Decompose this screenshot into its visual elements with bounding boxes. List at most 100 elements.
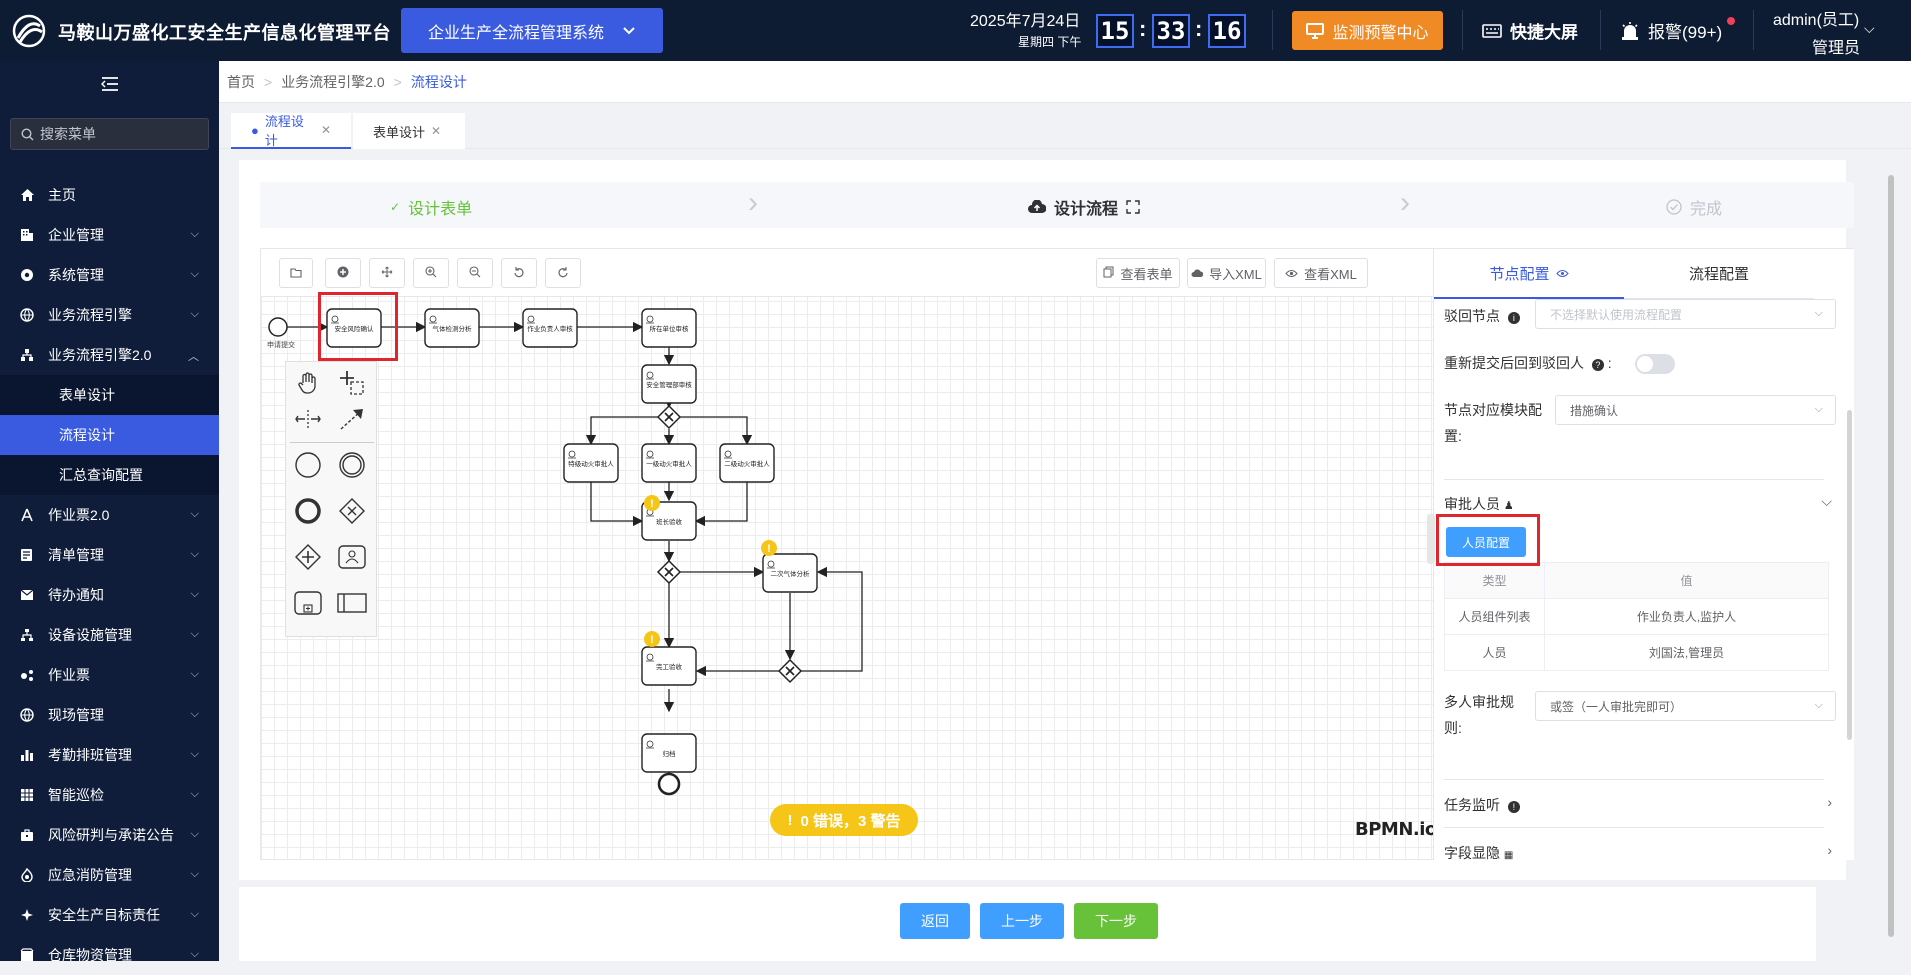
step-design-form[interactable]: ✓ 设计表单	[390, 195, 472, 219]
page-scrollbar-thumb[interactable]	[1888, 175, 1894, 937]
intermediate-event-tool-icon[interactable]	[335, 448, 369, 482]
user-task-node[interactable]: 完工验收	[641, 646, 697, 686]
breadcrumb-workflow[interactable]: 业务流程引擎2.0	[281, 73, 385, 90]
task-listener-row[interactable]: 任务监听 !	[1444, 795, 1520, 815]
sidebar-item-home[interactable]: 主页	[0, 175, 219, 215]
step-finish[interactable]: 完成	[1666, 195, 1722, 219]
start-event-tool-icon[interactable]	[291, 448, 325, 482]
module-config-select[interactable]: 措施确认 ⌵	[1555, 395, 1836, 425]
sidebar-item-work-ticket-2[interactable]: 作业票2.0 ⌵	[0, 495, 219, 535]
big-screen-button[interactable]: 快捷大屏	[1482, 18, 1578, 43]
user-task-node[interactable]: 气体检测分析	[424, 308, 480, 348]
prev-step-button[interactable]: 上一步	[980, 903, 1064, 939]
lint-issues-badge[interactable]: ! 0 错误，3 警告	[770, 804, 918, 836]
warning-icon[interactable]: !	[644, 495, 660, 511]
user-menu-chevron-icon[interactable]: ⌵	[1864, 20, 1875, 36]
zoom-out-button[interactable]	[457, 258, 493, 288]
sidebar-item-emergency[interactable]: 应急消防管理 ⌵	[0, 855, 219, 895]
lasso-tool-icon[interactable]	[335, 366, 369, 400]
sidebar-item-safety-target[interactable]: 安全生产目标责任 ⌵	[0, 895, 219, 935]
start-event[interactable]	[268, 317, 288, 337]
user-task-node[interactable]: 特级动火审批人	[563, 443, 619, 483]
user-task-node[interactable]: 归档	[641, 733, 697, 773]
bpmn-io-logo[interactable]: BPMN.io	[1355, 819, 1434, 840]
sidebar-item-workflow[interactable]: 业务流程引擎 ⌵	[0, 295, 219, 335]
bpmn-diagram[interactable]: 申请提交 安全风险确认气体检测分析作业负责人审核所在单位审核安全管理部审核特级动…	[261, 249, 1434, 860]
bpmn-canvas[interactable]: 申请提交 安全风险确认气体检测分析作业负责人审核所在单位审核安全管理部审核特级动…	[260, 248, 1434, 860]
fullscreen-icon[interactable]	[1126, 200, 1140, 214]
close-icon[interactable]: ✕	[431, 124, 442, 138]
warning-icon[interactable]: !	[644, 631, 660, 647]
import-xml-button[interactable]: 导入XML	[1187, 258, 1266, 288]
sidebar-item-inspection[interactable]: 智能巡检 ⌵	[0, 775, 219, 815]
space-tool-icon[interactable]	[291, 402, 325, 436]
user-task-node[interactable]: 二级动火审批人	[719, 443, 775, 483]
field-visibility-row[interactable]: 字段显隐 ▦	[1444, 843, 1513, 860]
sidebar-item-risk[interactable]: 风险研判与承诺公告 ⌵	[0, 815, 219, 855]
end-event-tool-icon[interactable]	[291, 494, 325, 528]
subprocess-tool-icon[interactable]	[291, 586, 325, 620]
user-task-tool-icon[interactable]	[335, 540, 369, 574]
user-task-node[interactable]: 所在单位审核	[641, 308, 697, 348]
view-form-button[interactable]: 查看表单	[1096, 258, 1180, 288]
sidebar-item-equipment[interactable]: 设备设施管理 ⌵	[0, 615, 219, 655]
person-config-button[interactable]: 人员配置	[1446, 527, 1526, 557]
sidebar-subitem-summary-query[interactable]: 汇总查询配置	[0, 455, 219, 495]
warning-icon[interactable]: !	[761, 540, 777, 556]
step-design-flow[interactable]: 设计流程	[1028, 195, 1140, 219]
sidebar-item-checklist[interactable]: 清单管理 ⌵	[0, 535, 219, 575]
page-scrollbar[interactable]	[1885, 161, 1897, 952]
gateway-exclusive[interactable]	[777, 658, 803, 684]
view-xml-button[interactable]: 查看XML	[1274, 258, 1368, 288]
breadcrumb-home[interactable]: 首页	[227, 73, 255, 90]
tab-form-design[interactable]: 表单设计✕	[353, 113, 465, 149]
next-step-button[interactable]: 下一步	[1074, 903, 1158, 939]
menu-collapse-icon[interactable]	[100, 77, 119, 94]
connect-tool-icon[interactable]	[335, 402, 369, 436]
back-button[interactable]: 返回	[900, 903, 970, 939]
tab-flow-design[interactable]: ●流程设计✕	[231, 113, 351, 149]
monitor-center-button[interactable]: 监测预警中心	[1292, 11, 1443, 50]
sidebar-item-attendance[interactable]: 考勤排班管理 ⌵	[0, 735, 219, 775]
tab-flow-config[interactable]: 流程配置	[1624, 249, 1814, 299]
hand-tool-icon[interactable]	[291, 366, 325, 400]
chevron-down-icon[interactable]: ⌵	[1821, 493, 1832, 509]
menu-search-input[interactable]: 搜索菜单	[10, 118, 209, 150]
system-select[interactable]: 企业生产全流程管理系统	[401, 8, 663, 53]
parallel-gateway-tool-icon[interactable]	[291, 540, 325, 574]
create-new-button[interactable]	[325, 258, 361, 288]
pool-tool-icon[interactable]	[335, 586, 369, 620]
sidebar-item-todo[interactable]: 待办通知 ⌵	[0, 575, 219, 615]
sidebar-item-site[interactable]: 现场管理 ⌵	[0, 695, 219, 735]
user-task-node[interactable]: 二次气体分析	[762, 553, 818, 593]
user-task-node[interactable]: 安全管理部审核	[641, 364, 697, 404]
user-task-node[interactable]: 一级动火审批人	[641, 443, 697, 483]
sidebar-item-warehouse[interactable]: 仓库物资管理 ⌵	[0, 935, 219, 975]
redo-button[interactable]	[545, 258, 581, 288]
gateway-exclusive[interactable]	[656, 404, 682, 430]
chevron-right-icon[interactable]: ›	[1827, 794, 1832, 810]
undo-button[interactable]	[501, 258, 537, 288]
user-name[interactable]: admin(员工)	[1773, 12, 1860, 29]
sidebar-item-system[interactable]: 系统管理 ⌵	[0, 255, 219, 295]
sidebar-subitem-flow-design[interactable]: 流程设计	[0, 415, 219, 455]
sidebar-subitem-form-design[interactable]: 表单设计	[0, 375, 219, 415]
reject-node-select[interactable]: 不选择默认使用流程配置 ⌵	[1535, 299, 1836, 329]
sidebar-item-enterprise[interactable]: 企业管理 ⌵	[0, 215, 219, 255]
user-task-node[interactable]: 作业负责人审核	[522, 308, 578, 348]
sidebar-item-workflow-2[interactable]: 业务流程引擎2.0 ︿	[0, 335, 219, 375]
user-task-node[interactable]: 安全风险确认	[326, 308, 382, 348]
close-icon[interactable]: ✕	[320, 123, 331, 137]
sidebar-item-work-ticket[interactable]: 作业票 ⌵	[0, 655, 219, 695]
fit-viewport-button[interactable]	[369, 258, 405, 288]
alarm-button[interactable]: 报警(99+)	[1620, 18, 1722, 43]
panel-resize-handle[interactable]	[1427, 514, 1435, 564]
panel-scrollbar[interactable]	[1847, 410, 1852, 740]
tab-node-config[interactable]: 节点配置	[1434, 249, 1624, 299]
chevron-right-icon[interactable]: ›	[1827, 842, 1832, 858]
open-file-button[interactable]	[279, 258, 313, 288]
user-task-node[interactable]: 班长验收	[641, 501, 697, 541]
gateway-exclusive[interactable]	[656, 559, 682, 585]
end-event[interactable]	[657, 772, 681, 796]
multi-approval-select[interactable]: 或签（一人审批完即可） ⌵	[1535, 691, 1836, 721]
